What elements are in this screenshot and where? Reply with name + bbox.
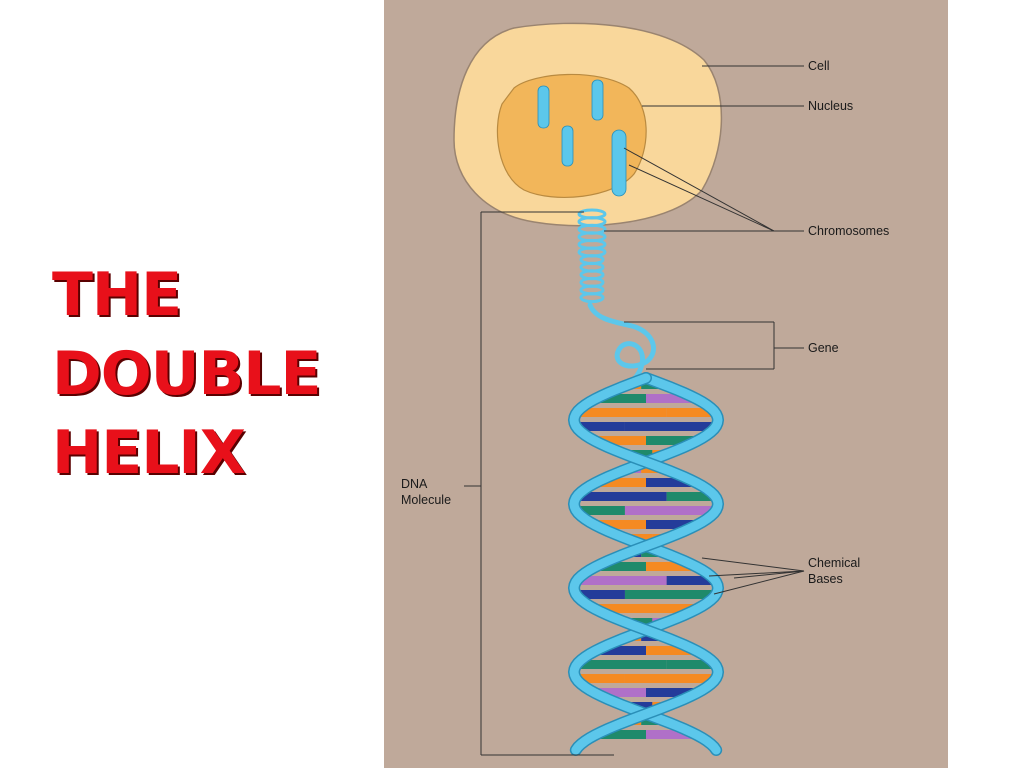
chemical-base <box>593 688 646 697</box>
chemical-base <box>577 660 667 669</box>
label-dna-line2: Molecule <box>401 493 451 507</box>
chemical-base <box>624 506 717 515</box>
title-line-helix: HELIX <box>52 418 246 488</box>
chromosome-group <box>537 79 627 197</box>
chemical-base <box>666 492 715 501</box>
chemical-base <box>646 562 695 571</box>
chemical-base <box>646 436 699 445</box>
leader-line-bases-d <box>733 570 805 579</box>
chemical-base <box>646 646 695 655</box>
label-chromosomes: Chromosomes <box>808 224 889 238</box>
label-cell: Cell <box>808 59 830 73</box>
coil-turn <box>579 292 605 304</box>
label-bases-line1: Chemical <box>808 556 860 570</box>
chemical-base <box>577 576 667 585</box>
dna-strand-b <box>569 373 723 755</box>
chemical-base <box>666 660 715 669</box>
label-bases-line2: Bases <box>808 572 843 586</box>
dna-diagram: Cell Nucleus Chromosomes Gene DNA Molecu… <box>384 0 948 768</box>
chromosome <box>537 85 550 129</box>
label-dna-line1: DNA <box>401 477 428 491</box>
chemical-base <box>575 674 625 683</box>
dna-strand-a <box>569 373 723 755</box>
chemical-base <box>575 422 625 431</box>
leader-lines <box>464 65 805 756</box>
dna-supercoil <box>577 208 607 304</box>
title-line-double: DOUBLE <box>52 339 321 409</box>
label-gene: Gene <box>808 341 839 355</box>
chemical-base <box>593 436 646 445</box>
chemical-base <box>624 422 717 431</box>
chemical-base <box>593 604 646 613</box>
title-line-the: THE <box>52 260 182 330</box>
chemical-base <box>624 590 717 599</box>
leader-line-chromosome-a <box>628 164 775 232</box>
chemical-base <box>597 478 646 487</box>
chemical-base <box>575 590 625 599</box>
chemical-base <box>577 408 667 417</box>
chemical-base <box>646 394 695 403</box>
chemical-base <box>666 576 715 585</box>
gene-loop <box>587 302 657 391</box>
chemical-base <box>646 688 699 697</box>
dna-strands <box>567 372 725 756</box>
chemical-base <box>597 730 646 739</box>
chromosome <box>561 125 574 167</box>
leader-line-bases-a <box>701 557 805 572</box>
chemical-base <box>597 394 646 403</box>
chemical-base <box>646 730 695 739</box>
leader-line-chromosome-b <box>623 147 775 232</box>
chemical-base <box>597 562 646 571</box>
leader-line-bases-b <box>708 570 805 577</box>
slide-title: THE DOUBLE HELIX <box>52 256 321 493</box>
chemical-base <box>646 478 695 487</box>
chemical-base <box>624 674 717 683</box>
chemical-base <box>577 492 667 501</box>
chemical-base <box>646 604 699 613</box>
chemical-base <box>575 506 625 515</box>
chemical-base <box>646 520 699 529</box>
chromosome <box>611 129 627 197</box>
leader-line-bases-c <box>713 570 805 595</box>
chromosome <box>591 79 604 121</box>
chemical-base <box>666 408 715 417</box>
chemical-base <box>593 520 646 529</box>
chemical-base <box>597 646 646 655</box>
label-nucleus: Nucleus <box>808 99 853 113</box>
